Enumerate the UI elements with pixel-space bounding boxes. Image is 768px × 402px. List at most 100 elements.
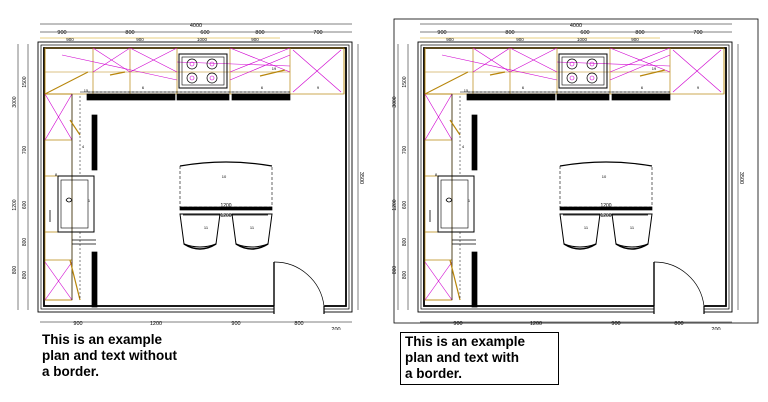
unit-number-label: 6 [261,85,264,90]
bottom-dimension-label: 200 [331,327,340,330]
top-cabinets [44,47,345,95]
hob-plate [181,56,225,86]
bottom-dimension-label: 900 [611,321,620,327]
island-curve [179,161,273,167]
chair [611,213,653,248]
island-dimension-label: 1200 [220,213,231,219]
top-dimension-label: 700 [313,30,322,36]
chair-back [183,243,217,250]
island-dimension-label: 1200 [600,203,611,209]
unit-number-label: 4 [82,144,85,149]
wall-outline [417,41,733,313]
left-dimension-label: 700 [402,146,408,155]
left-dimension-label: 3000 [12,96,18,107]
top-dimension-label: 900 [251,37,259,42]
left-dimension-label: 800 [402,238,408,247]
unit-number-label: 19 [652,66,657,71]
top-dimension-label: 1000 [577,37,588,42]
door-swing-line [44,71,89,95]
unit-number-label: 8 [55,172,58,177]
door-swing-line [489,71,506,76]
tap [65,197,73,203]
island-curve [559,161,653,167]
overall-width-label: 4000 [570,23,582,29]
bottom-dimension-label: 900 [453,321,462,327]
left-dimension-label: 3000 [392,96,398,107]
island-dimension-label: 1200 [220,203,231,209]
door-swing-line [109,71,126,76]
unit-number-label: 4 [462,144,465,149]
unit-number-label: 6 [142,85,145,90]
top-dimension-label: 900 [446,37,454,42]
wall-outline [420,44,730,310]
unit-number-label: 8 [435,172,438,177]
cabinet-cross [424,261,453,301]
burner-cap [209,75,215,81]
unit-number-label: 15 [464,88,469,93]
cabinet-cross [292,49,342,93]
burner [566,58,578,70]
base-unit-strip [556,93,610,101]
caption-without-border: This is an example plan and text without… [42,332,177,379]
cabinet-cross [609,54,671,81]
unit-number-label: 11 [584,225,589,230]
door-swing-line [69,259,81,301]
left-dimension-label: 600 [402,201,408,210]
door-opening [653,303,705,315]
base-unit-strip [231,93,291,101]
bottom-dimension-label: 800 [674,321,683,327]
left-dimension-label: 800 [22,271,28,280]
cabinet-cross [509,47,558,73]
door-swing [653,261,705,307]
unit-number-label: 9 [697,85,700,90]
top-dimension-label: 700 [693,30,702,36]
cabinet-cross [176,61,291,67]
top-dimension-label: 800 [505,30,514,36]
door-opening [273,303,325,315]
top-dimension-label: 900 [136,37,144,42]
unit-number-label: 11 [250,225,255,230]
chair-back [615,243,649,250]
hob [178,53,228,89]
unit-number-label: 9 [317,85,320,90]
left-dimension-label: 700 [22,146,28,155]
unit-number-label: 1 [88,198,91,203]
cabinet-cross [609,47,671,73]
base-unit-strip [91,114,98,171]
wall-inner [43,47,347,307]
wall-inner [423,47,727,307]
door-swing-line [449,259,461,301]
cabinet-cross [441,54,558,81]
door-swing [273,261,325,307]
burner [186,58,198,70]
wall-outline [37,41,353,313]
door-swing-line [69,119,81,136]
top-dimension-label: 800 [635,30,644,36]
top-dimension-label: 800 [255,30,264,36]
top-dimension-label: 900 [66,37,74,42]
left-dimension-label: 800 [402,271,408,280]
base-unit-strip [176,93,230,101]
burner [206,58,218,70]
burner [586,72,598,84]
base-unit-strip [611,93,671,101]
unit-number-label: 15 [84,88,89,93]
burner-cap [189,61,195,67]
top-dimension-label: 600 [580,30,589,36]
burner [566,72,578,84]
door-swing-line [259,69,286,77]
left-dimension-label: 600 [22,201,28,210]
bottom-dimension-label: 1200 [530,321,542,327]
burner [206,72,218,84]
cabinet-cross [61,54,178,81]
plan-border [393,18,759,324]
left-dimension-label: 800 [392,266,398,275]
burner-cap [209,61,215,67]
bottom-dimension-label: 200 [711,327,720,330]
island-dimension-label: 1200 [600,213,611,219]
wall-outline [40,44,350,310]
hob [558,53,608,89]
